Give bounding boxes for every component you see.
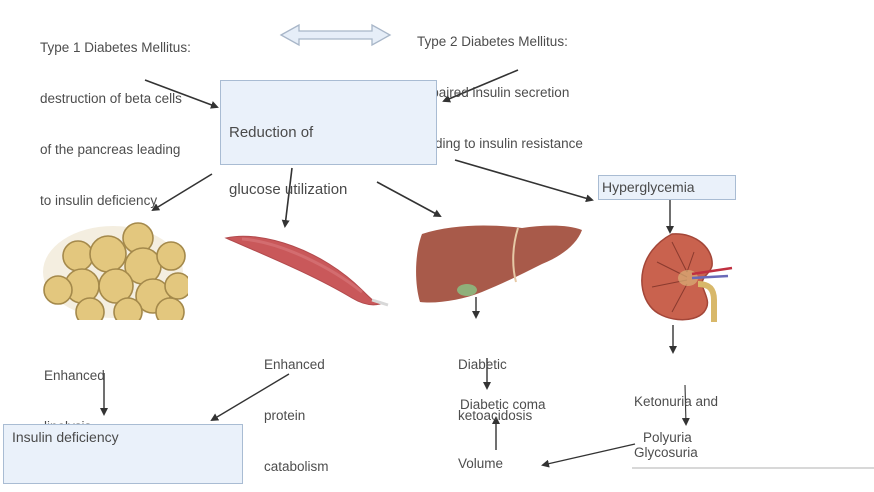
arrow-type2-to-central: [442, 69, 519, 103]
kidney-icon: [641, 233, 733, 322]
type1-line-1: Type 1 Diabetes Mellitus:: [40, 40, 191, 55]
type1-line-3: of the pancreas leading: [40, 142, 181, 157]
catabolism-line-3: catabolism: [264, 459, 329, 474]
arrow-glycosuria-to-polyuria: [681, 384, 690, 426]
ketonuria-line-1: Ketonuria and: [634, 394, 719, 409]
catabolism-line-2: protein: [264, 408, 306, 423]
central-line-1: Reduction of: [229, 124, 314, 141]
double-arrow-icon: [279, 23, 392, 47]
insulin-deficiency-label: Insulin deficiency: [12, 429, 119, 445]
muscle-icon: [224, 235, 389, 307]
type2-diabetes-text: Type 2 Diabetes Mellitus: impaired insul…: [417, 0, 583, 169]
arrow-type1-to-central: [144, 79, 219, 109]
central-line-2: glucose utilization: [229, 181, 348, 198]
ketonuria-glycosuria-caption: Ketonuria and Glycosuria: [634, 359, 718, 478]
volume-label: Volume: [458, 456, 504, 471]
ketonuria-line-2: Glycosuria: [634, 445, 698, 460]
type1-line-2: destruction of beta cells: [40, 91, 182, 106]
ketoacidosis-line-2: ketoacidosis: [458, 408, 533, 423]
type2-line-3: leading to insulin resistance: [417, 136, 583, 151]
polyuria-label: Polyuria: [643, 430, 692, 445]
type1-line-4: to insulin deficiency: [40, 193, 158, 208]
insulin-deficiency-box: Insulin deficiency: [3, 424, 243, 484]
arrow-catabolism-to-insulin-deficiency: [210, 373, 290, 422]
type2-line-2: impaired insulin secretion: [417, 85, 570, 100]
arrow-central-to-hyperglycemia: [454, 159, 594, 203]
diabetic-ketoacidosis-caption: Diabetic ketoacidosis: [458, 322, 532, 441]
arrow-polyuria-to-volume: [541, 443, 636, 468]
diabetic-coma-label: Diabetic coma: [460, 397, 546, 412]
connector-arrows: [100, 23, 690, 468]
central-box-label: Reduction of glucose utilization: [229, 85, 347, 237]
adipose-tissue-icon: [43, 222, 188, 320]
catabolism-line-1: Enhanced: [264, 357, 325, 372]
hyperglycemia-box: Hyperglycemia: [598, 175, 736, 200]
arrow-central-to-adipose: [151, 173, 213, 212]
enhanced-protein-catabolism-caption: Enhanced protein catabolism: [264, 322, 329, 492]
arrow-central-to-muscle: [281, 167, 293, 228]
bottom-divider: [632, 467, 874, 469]
hyperglycemia-label: Hyperglycemia: [602, 179, 695, 195]
lipolysis-line-1: Enhanced: [44, 368, 105, 383]
ketoacidosis-line-1: Diabetic: [458, 357, 507, 372]
type1-diabetes-text: Type 1 Diabetes Mellitus: destruction of…: [40, 5, 191, 226]
reduction-glucose-utilization-box: Reduction of glucose utilization: [220, 80, 437, 198]
arrow-central-to-liver: [376, 181, 442, 217]
type2-line-1: Type 2 Diabetes Mellitus:: [417, 34, 568, 49]
liver-icon: [416, 225, 582, 303]
